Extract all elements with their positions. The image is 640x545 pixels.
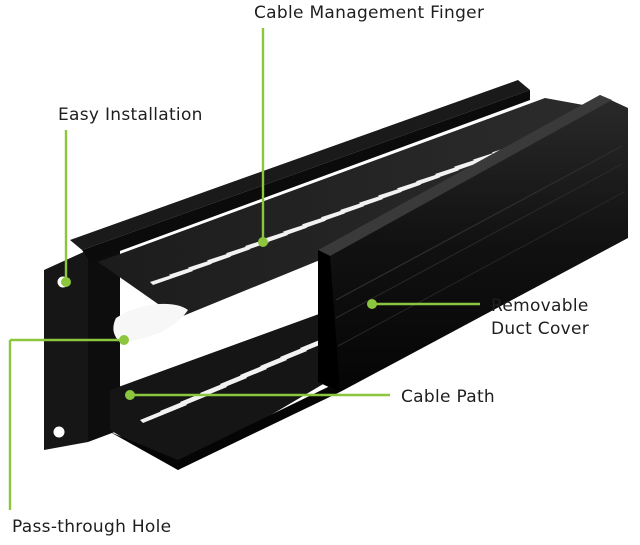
duct-cover-top-edge <box>318 95 612 256</box>
label-removable-duct-cover-line2: Duct Cover <box>491 319 590 339</box>
mounting-flange <box>44 250 88 450</box>
callout-dots <box>61 237 377 400</box>
label-removable-duct-cover-line1: Removable <box>491 296 589 316</box>
callout-dot-cover <box>367 299 377 309</box>
flange-hole-bottom <box>53 426 65 438</box>
callout-lines <box>8 28 480 510</box>
label-cable-path: Cable Path <box>401 387 496 407</box>
callout-dot-hole <box>119 335 129 345</box>
duct-cover-body <box>318 95 628 392</box>
callout-dot-install <box>61 277 71 287</box>
label-pass-through-hole: Pass-through Hole <box>12 517 172 537</box>
label-cable-management-finger: Cable Management Finger <box>254 3 485 23</box>
callout-dot-path <box>125 390 135 400</box>
label-easy-installation: Easy Installation <box>58 105 203 125</box>
callout-dot-finger <box>258 237 268 247</box>
lower-tray <box>110 310 330 470</box>
top-rail <box>70 80 530 250</box>
pass-through-hole <box>113 303 188 342</box>
